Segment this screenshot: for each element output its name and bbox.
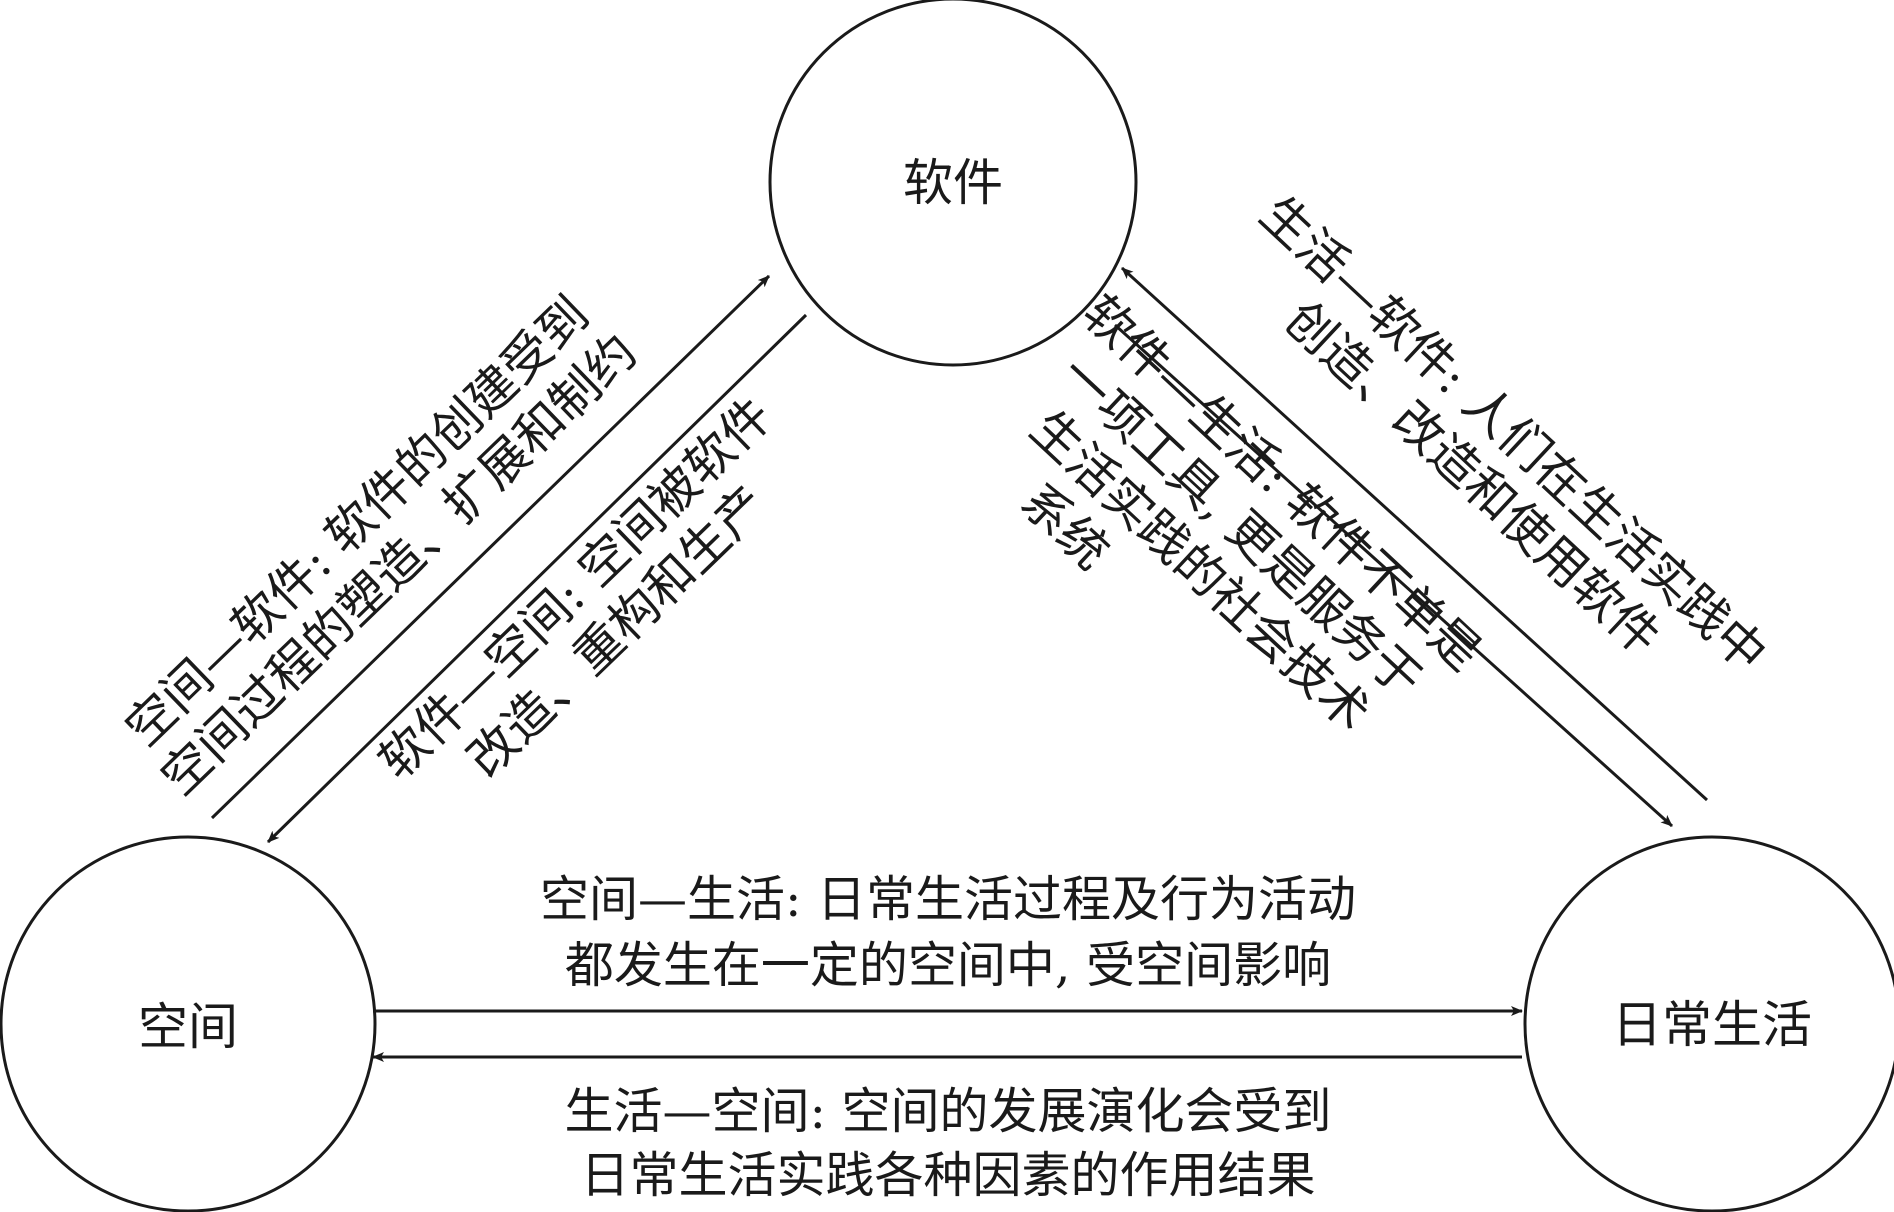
arrow-space-to-software <box>210 274 771 820</box>
node-space-circle <box>0 835 377 1212</box>
label-space-to-life-line1: 空间—生活: 日常生活过程及行为活动 <box>540 871 1356 928</box>
node-daily-life-label: 日常生活 <box>1612 996 1812 1054</box>
node-software: 软件 <box>768 0 1138 367</box>
node-software-circle <box>768 0 1138 367</box>
arrow-life-to-software <box>1120 266 1709 802</box>
node-space-label: 空间 <box>138 998 238 1056</box>
arrow-software-to-life <box>1113 323 1674 828</box>
node-space: 空间 <box>0 835 377 1212</box>
node-software-label: 软件 <box>903 154 1003 212</box>
node-daily-life-circle <box>1523 835 1894 1212</box>
label-life-to-space-line2: 日常生活实践各种因素的作用结果 <box>580 1147 1315 1204</box>
label-space-to-software: 空间—软件: 软件的创建受到 空间过程的塑造、扩展和制约 <box>115 286 648 807</box>
label-life-to-space: 生活—空间: 空间的发展演化会受到 日常生活实践各种因素的作用结果 <box>564 1083 1331 1204</box>
arrow-software-to-space <box>266 313 808 844</box>
label-space-to-life: 空间—生活: 日常生活过程及行为活动 都发生在一定的空间中, 受空间影响 <box>540 871 1356 994</box>
label-space-to-life-line2: 都发生在一定的空间中, 受空间影响 <box>565 937 1331 994</box>
label-life-to-space-line1: 生活—空间: 空间的发展演化会受到 <box>564 1083 1331 1140</box>
node-daily-life: 日常生活 <box>1523 835 1894 1212</box>
